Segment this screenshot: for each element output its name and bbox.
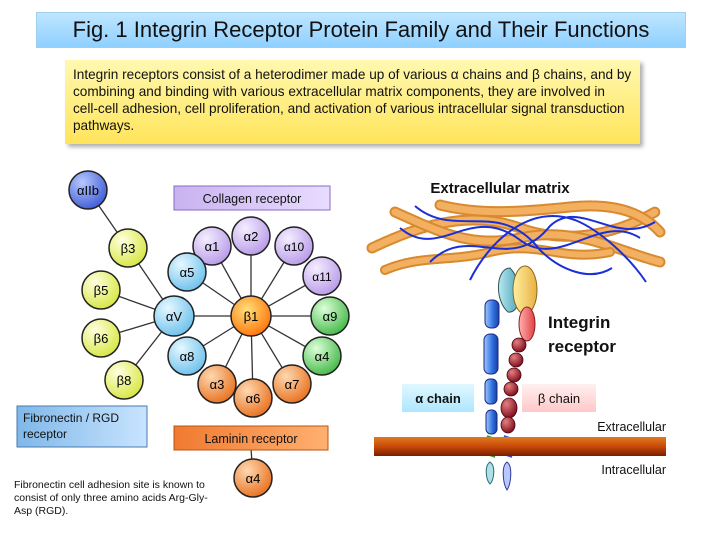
svg-text:α11: α11 [312,270,332,284]
alpha-chain-label: α chain [402,384,474,412]
svg-text:Collagen receptor: Collagen receptor [203,192,302,206]
svg-text:β6: β6 [94,331,109,346]
svg-text:α4: α4 [246,471,261,486]
node-beta-3: β3 [108,228,148,268]
node-beta-5: β5 [81,270,121,310]
node-alpha-4-green: α4 [302,336,342,376]
node-beta-1: β1 [230,295,272,337]
svg-text:α10: α10 [284,240,305,254]
node-alpha-2: α2 [231,216,271,256]
node-alpha-9: α9 [310,296,350,336]
svg-text:α9: α9 [323,309,338,324]
integrin-receptor-label-line2: receptor [548,337,616,356]
svg-text:β5: β5 [94,283,109,298]
svg-text:α3: α3 [210,377,225,392]
svg-text:α2: α2 [244,229,259,244]
node-alpha-IIb: αIIb [68,170,108,210]
rgd-footnote: Fibronectin cell adhesion site is known … [14,479,208,517]
node-alpha-V: αV [153,295,195,337]
node-alpha-1: α1 [192,226,232,266]
laminin-receptor-label: Laminin receptor [173,425,329,451]
cell-membrane [374,437,666,456]
svg-text:α chain: α chain [415,391,461,406]
extracellular-matrix-label: Extracellular matrix [430,180,570,197]
intracellular-label: Intracellular [601,463,666,477]
node-alpha-6: α6 [233,378,273,418]
svg-text:αIIb: αIIb [77,183,99,198]
svg-text:α4: α4 [315,349,330,364]
svg-text:β3: β3 [121,241,136,256]
extracellular-label: Extracellular [597,420,666,434]
collagen-receptor-label: Collagen receptor [173,185,331,211]
node-alpha-10: α10 [274,226,314,266]
figure-title: Fig. 1 Integrin Receptor Protein Family … [36,12,686,48]
svg-text:α1: α1 [205,239,220,254]
svg-text:α7: α7 [285,377,300,392]
node-alpha-5: α5 [167,252,207,292]
svg-text:Laminin receptor: Laminin receptor [204,432,297,446]
matrix-fibrils [399,205,656,283]
node-alpha-3: α3 [197,364,237,404]
svg-text:αV: αV [166,309,183,324]
svg-text:α6: α6 [246,391,261,406]
svg-text:α5: α5 [180,265,195,280]
node-alpha-11: α11 [302,256,342,296]
svg-text:α8: α8 [180,349,195,364]
integrin-receptor-structure [483,265,538,491]
integrin-receptor-label-line1: Integrin [548,313,610,332]
node-alpha-7: α7 [272,364,312,404]
svg-text:β8: β8 [117,373,132,388]
svg-text:β1: β1 [244,309,259,324]
node-alpha-4-bottom: α4 [233,458,273,498]
node-alpha-8: α8 [167,336,207,376]
beta-chain-label: β chain [522,384,596,412]
svg-text:β chain: β chain [538,391,580,406]
node-beta-8: β8 [104,360,144,400]
node-beta-6: β6 [81,318,121,358]
intro-text-box: Integrin receptors consist of a heterodi… [65,60,640,144]
